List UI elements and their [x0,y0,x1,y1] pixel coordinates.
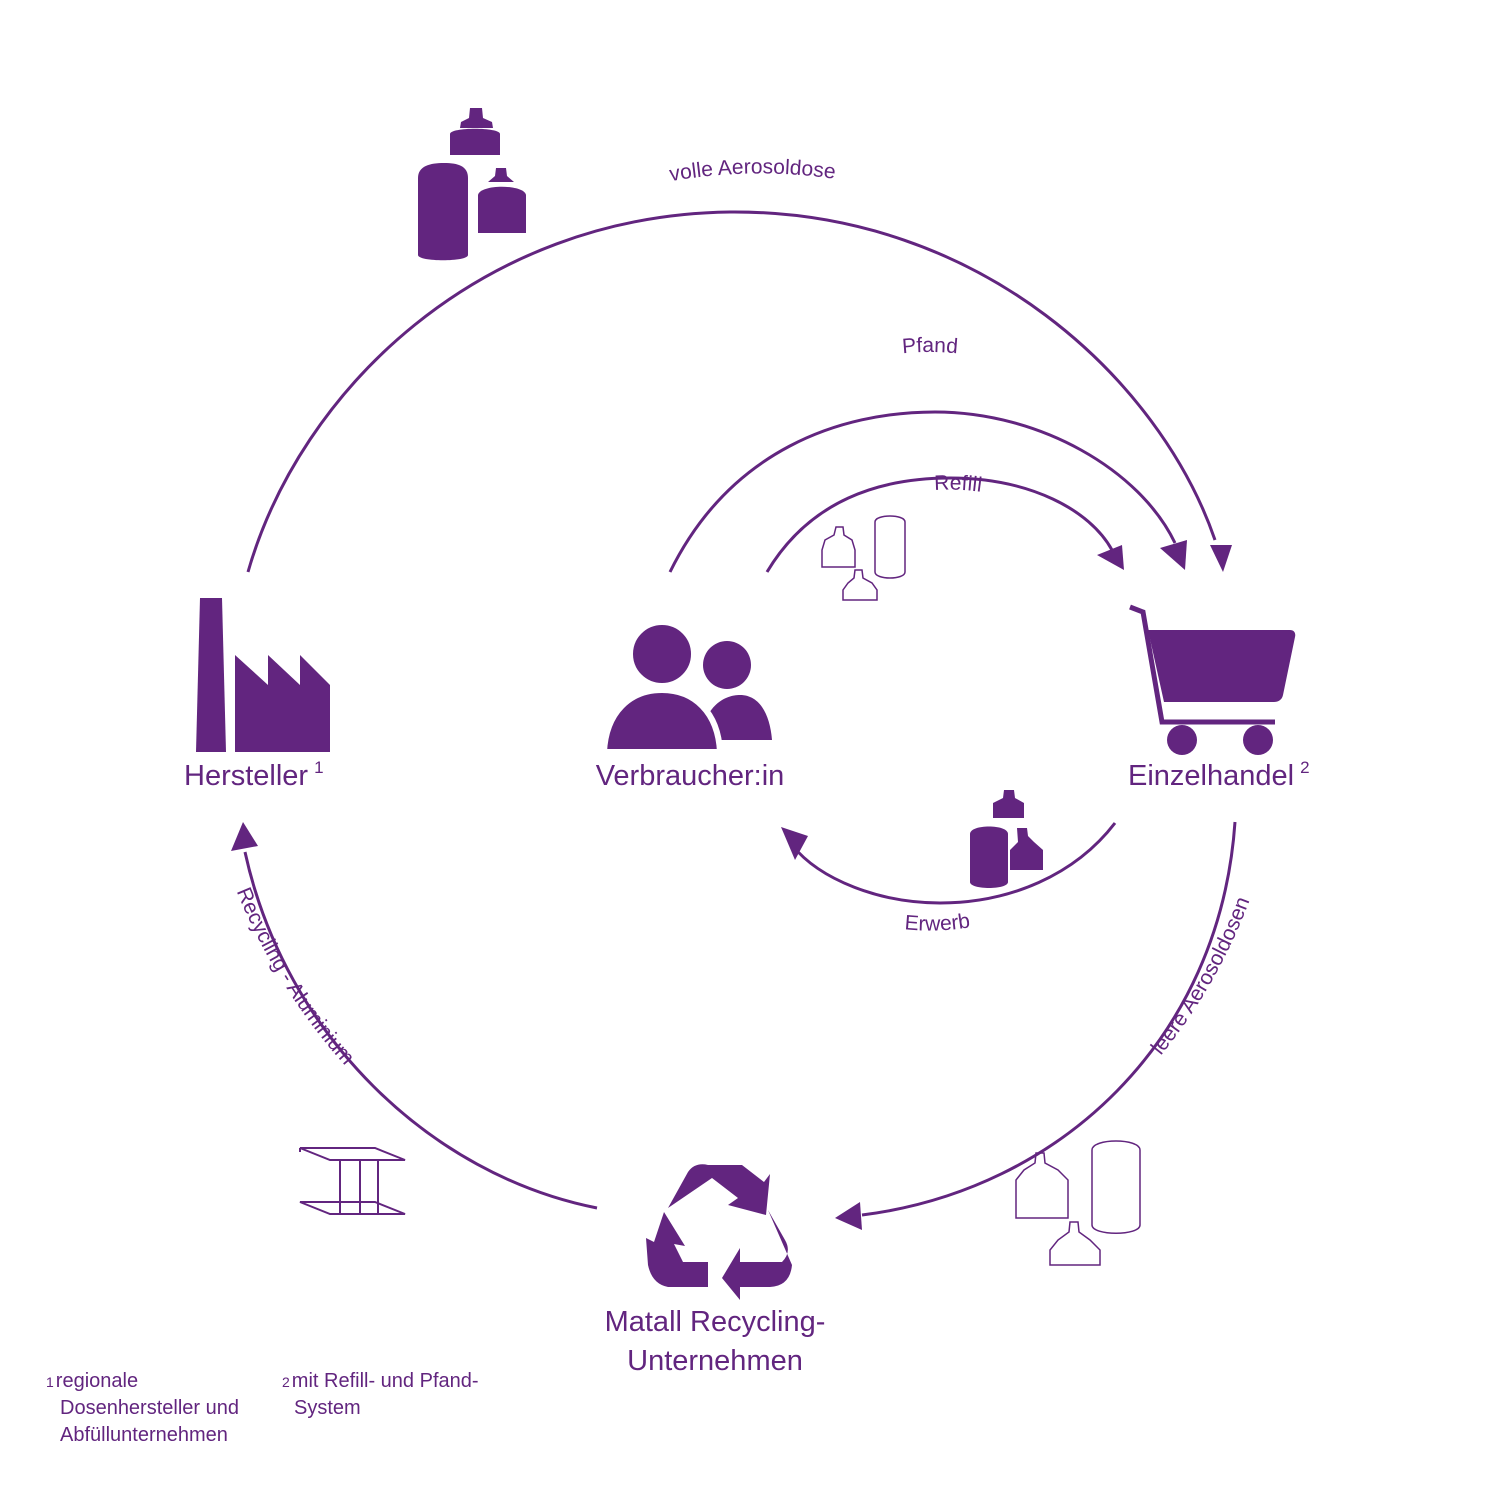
arrowhead [231,822,258,851]
shopping-cart-icon [1129,604,1296,755]
flow-label-recycling-aluminium: Recycling - Aluminium [232,884,359,1069]
flow-label-refill: Refill [934,472,984,497]
flow-label-volle: volle Aerosoldose [668,155,837,186]
empty-aerosol-cans-refill-icon [821,515,906,601]
arrowhead [1160,540,1187,570]
arrow-leere-aerosoldosen [835,821,1237,1230]
full-aerosol-cans-icon [418,108,526,261]
recycle-icon [646,1164,792,1300]
arrow-erwerb [781,822,1117,905]
factory-icon [196,598,330,752]
people-icon [600,619,772,755]
arrow-volle-aerosoldose [246,210,1232,573]
node-label-recycling-line1: Matall Recycling- [605,1306,826,1338]
empty-aerosol-cans-icon [1015,1140,1141,1266]
arrowhead [1097,545,1124,570]
arrow-recycling-aluminium [231,822,598,1210]
flow-label-pfand: Pfand [901,334,959,358]
arrowhead [835,1202,862,1230]
flow-label-leere: leere Aerosoldosen [1147,894,1255,1059]
node-label-recycling-line2: Unternehmen [627,1345,803,1377]
arrow-refill [765,476,1124,573]
full-aerosol-cans-small-icon [970,790,1043,888]
arrowhead [1210,545,1232,572]
node-label-verbraucher: Verbraucher:in [596,760,785,792]
flow-label-erwerb: Erwerb [904,909,972,935]
aluminium-beam-icon [299,1147,406,1215]
arrowhead [781,827,808,860]
arrow-pfand [668,410,1187,573]
